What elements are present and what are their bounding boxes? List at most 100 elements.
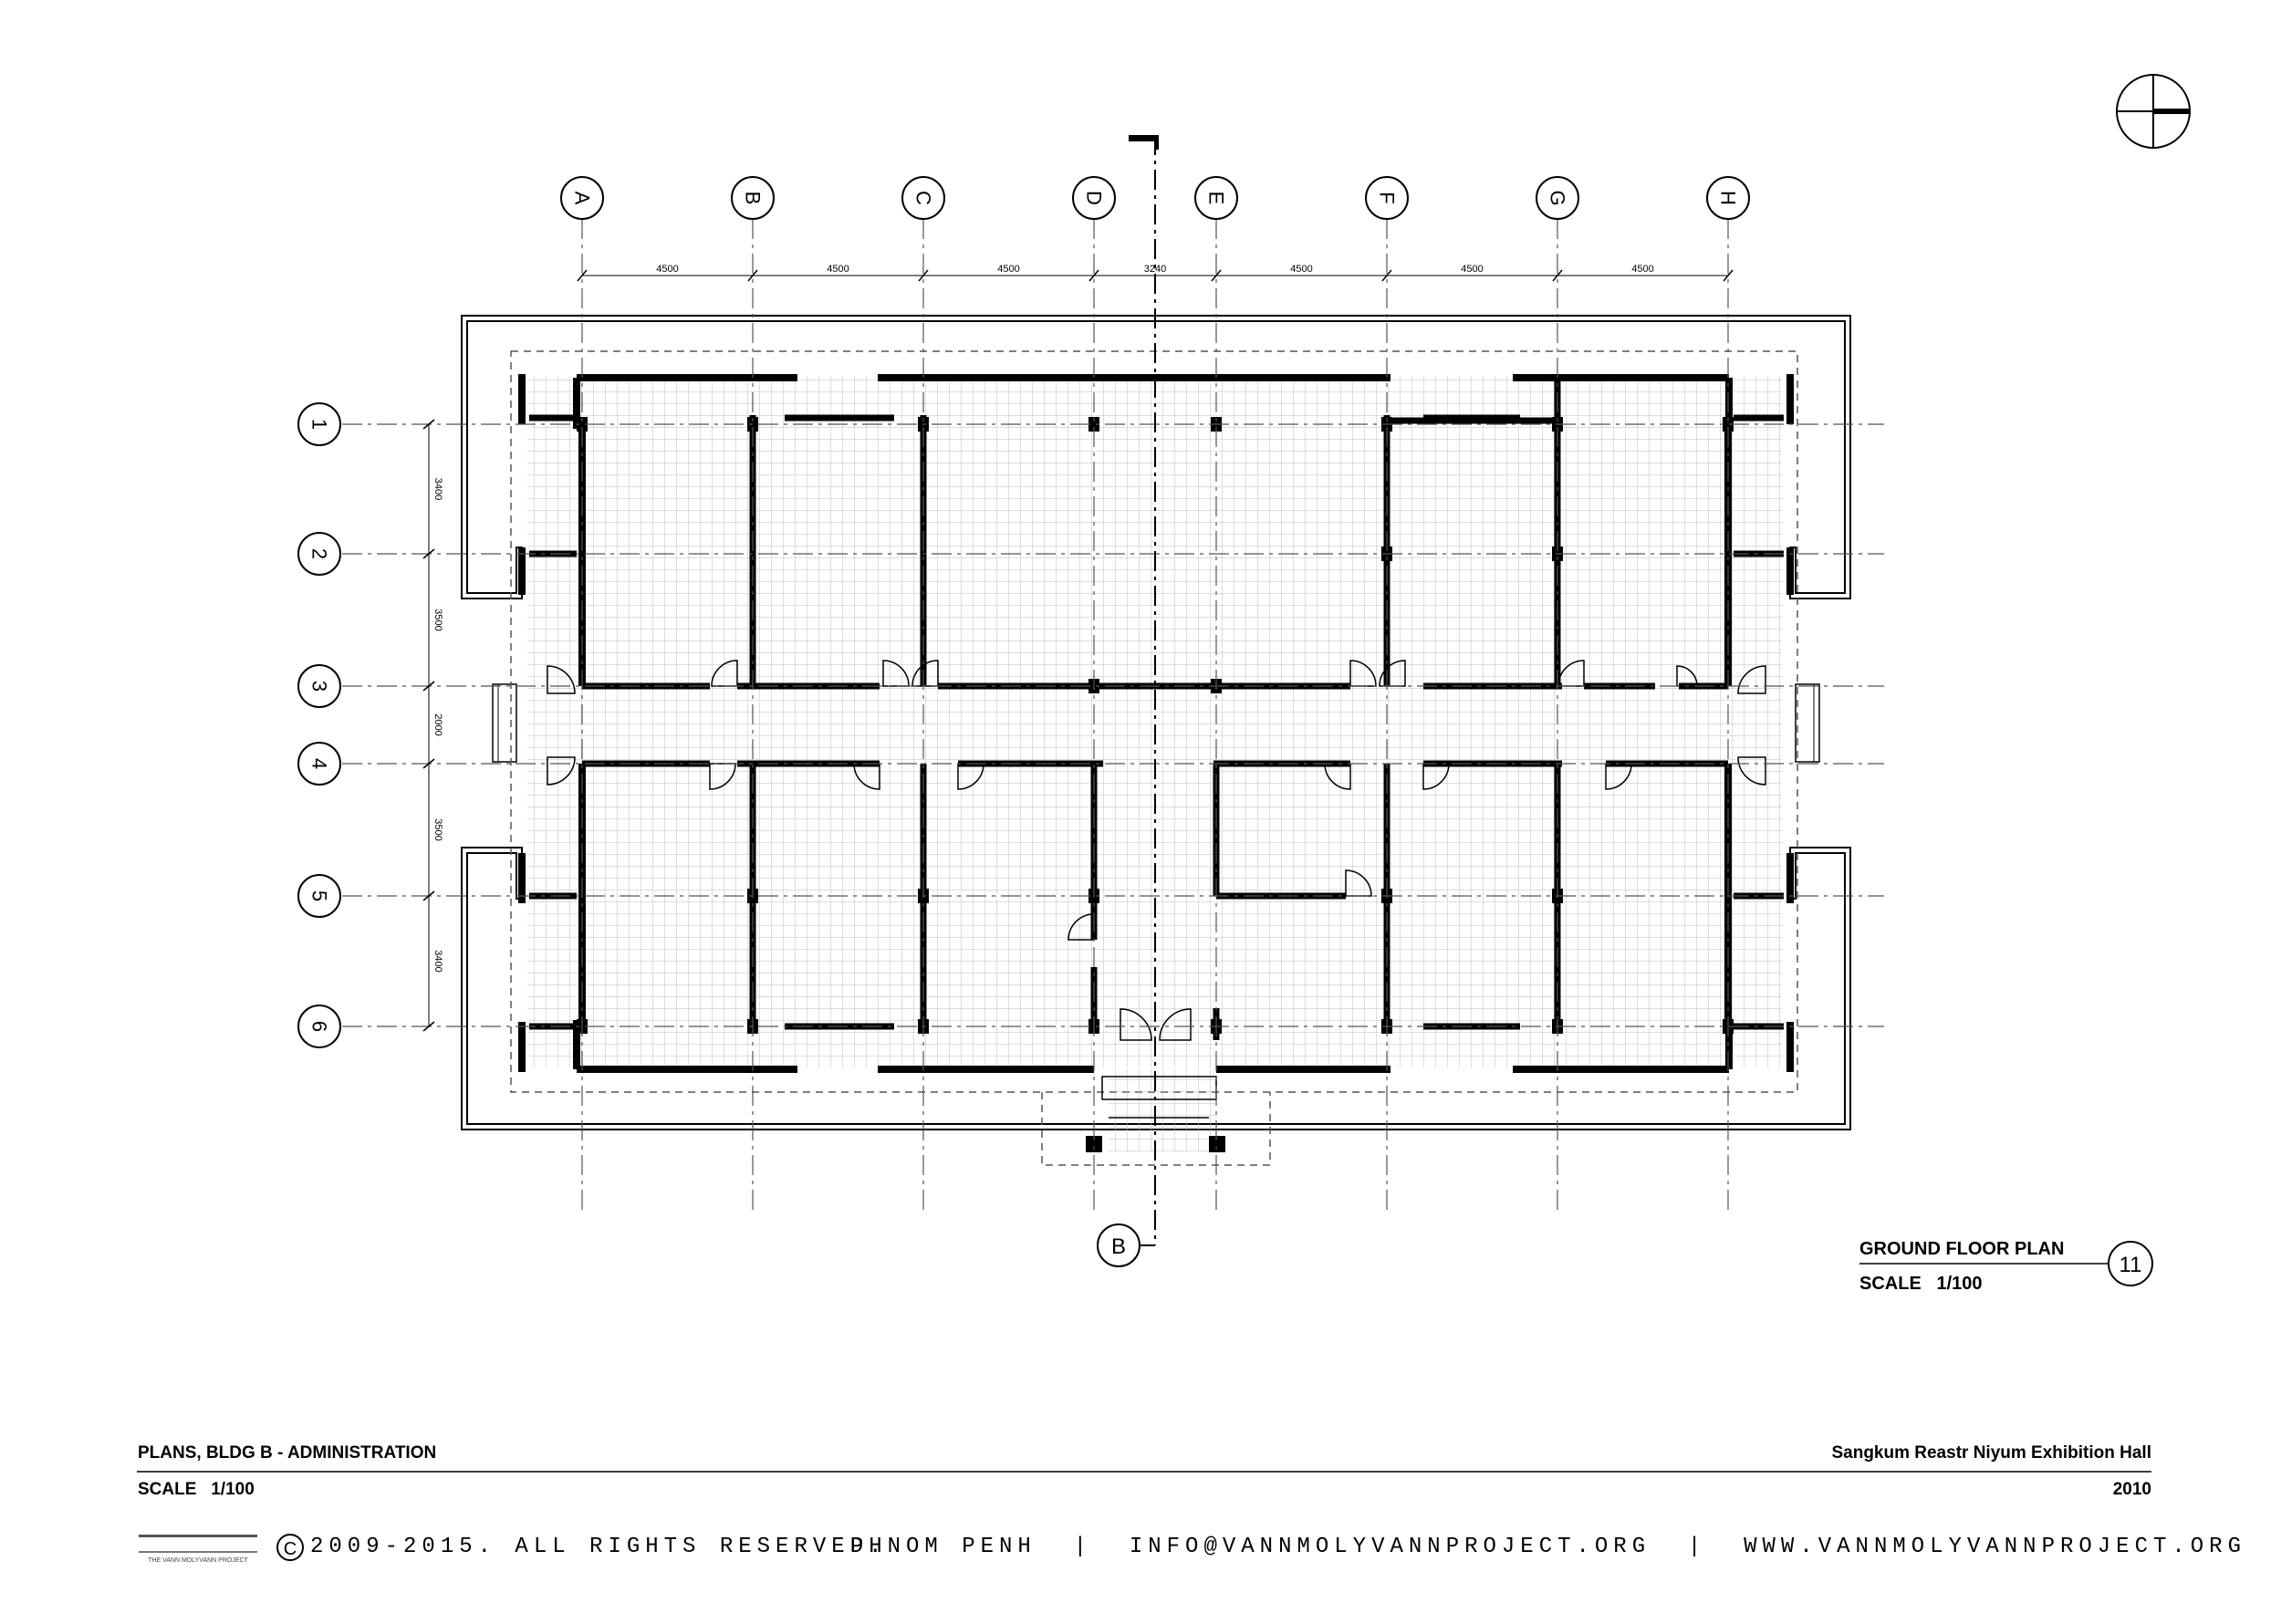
- door-swing: [547, 756, 576, 786]
- project-year: 2010: [2112, 1480, 2151, 1499]
- wall: [1513, 374, 1729, 381]
- grid-label-row: 1: [308, 419, 331, 430]
- door-swing: [709, 763, 736, 790]
- project-logo: THE VANN MOLYVANN PROJECT: [139, 1535, 257, 1564]
- dimension-label-column: 4500: [1631, 264, 1653, 275]
- door-swing: [1349, 660, 1377, 687]
- door-swing: [1324, 763, 1351, 790]
- wall: [1724, 418, 1732, 686]
- wall: [1724, 764, 1732, 1033]
- wall: [1216, 1066, 1390, 1073]
- grid-bubble-column: [1706, 176, 1750, 220]
- grid-bubble-column: [1536, 176, 1579, 220]
- door-swing: [1120, 1008, 1152, 1041]
- grid-bubble-column: [560, 176, 604, 220]
- grid-bubble-column: [731, 176, 775, 220]
- entrance-pier: [1209, 1136, 1225, 1152]
- dimension-tick: [577, 269, 588, 282]
- door-swing: [882, 660, 910, 687]
- copyright-icon: C: [276, 1534, 304, 1561]
- section-marker-bubble: [1097, 1223, 1140, 1267]
- grid-label-row: 4: [308, 758, 331, 769]
- door-swing: [1159, 1008, 1192, 1041]
- door-swing: [1737, 756, 1766, 786]
- contact-info: PHNOM PENH | INFO@VANNMOLYVANNPROJECT.OR…: [849, 1535, 2246, 1559]
- door-swing: [1379, 660, 1406, 687]
- grid-label-column: D: [1083, 191, 1106, 205]
- door-swing: [1737, 665, 1766, 694]
- grid-bubble-row: [297, 1005, 341, 1048]
- section-marker-label: B: [1111, 1234, 1126, 1259]
- dimension-tick: [422, 890, 435, 901]
- wall: [518, 1022, 526, 1072]
- dimension-label-row: 3400: [432, 478, 443, 500]
- dimension-label-row: 3400: [432, 950, 443, 972]
- dimension-tick: [747, 269, 758, 282]
- dimension-label-column: 3240: [1144, 264, 1166, 275]
- wall: [1786, 853, 1794, 903]
- grid-label-column: G: [1547, 190, 1569, 205]
- grid-bubble-column: [1365, 176, 1409, 220]
- grid-bubble-column: [901, 176, 945, 220]
- grid-label-column: C: [912, 191, 935, 205]
- door-swing: [911, 660, 939, 687]
- grid-label-column: H: [1717, 191, 1740, 205]
- door-swing: [1422, 763, 1450, 790]
- structural-column: [1088, 417, 1099, 432]
- drawing-label: GROUND FLOOR PLAN SCALE 1/100 11: [1859, 1239, 2153, 1294]
- grid-bubble-row: [297, 532, 341, 576]
- copyright-text: 2009-2015. ALL RIGHTS RESERVED.: [310, 1535, 888, 1559]
- entrance-pier: [1086, 1136, 1102, 1152]
- plans-title: PLANS, BLDG B - ADMINISTRATION: [138, 1443, 437, 1463]
- grid-label-row: 5: [308, 890, 331, 901]
- door-swing: [853, 763, 880, 790]
- door-swing: [1345, 869, 1372, 897]
- dimension-tick: [422, 681, 435, 692]
- dimension-label-column: 4500: [656, 264, 678, 275]
- dimension-tick: [422, 548, 435, 559]
- wall: [1725, 378, 1733, 429]
- wall: [518, 374, 526, 424]
- wall: [1734, 414, 1784, 422]
- grid-label-column: F: [1376, 192, 1399, 203]
- dimension-tick: [1552, 269, 1563, 282]
- wall: [1725, 1020, 1733, 1069]
- doors: [547, 660, 1766, 1041]
- dimension-label-row: 3500: [432, 609, 443, 630]
- dimension-label-row: 2000: [432, 713, 443, 735]
- door-swing: [1068, 913, 1095, 941]
- north-arrow-icon: [2116, 74, 2191, 149]
- dimension-label-column: 4500: [1290, 264, 1312, 275]
- grid-bubble-row: [297, 874, 341, 918]
- wall: [1786, 374, 1794, 424]
- dimension-label-column: 4500: [827, 264, 849, 275]
- wall: [518, 853, 526, 903]
- grid-label-row: 3: [308, 681, 331, 692]
- wall: [529, 414, 577, 422]
- grid-label-column: E: [1205, 192, 1228, 205]
- door-swing: [711, 660, 738, 687]
- door-swing: [1676, 665, 1698, 687]
- grid-label-row: 2: [308, 548, 331, 559]
- wall: [1213, 764, 1220, 896]
- structural-column: [1723, 417, 1734, 432]
- wall: [573, 378, 580, 429]
- grid-bubble-column: [1194, 176, 1238, 220]
- dimension-tick: [918, 269, 929, 282]
- wall: [578, 418, 586, 686]
- dimension-tick: [1723, 269, 1734, 282]
- dimension-tick: [1088, 269, 1099, 282]
- wall: [1513, 1066, 1729, 1073]
- wall: [1734, 892, 1784, 900]
- drawing-scale: SCALE 1/100: [1859, 1274, 1983, 1294]
- door-swing: [547, 665, 576, 694]
- wall: [878, 374, 1390, 381]
- door-swing: [1557, 660, 1585, 687]
- grid-bubble-column: [1072, 176, 1116, 220]
- grid-bubble-row: [297, 664, 341, 708]
- dimension-tick: [1381, 269, 1392, 282]
- grid-label-row: 6: [308, 1021, 331, 1032]
- wall: [958, 760, 1103, 767]
- dimension-label-column: 4500: [997, 264, 1019, 275]
